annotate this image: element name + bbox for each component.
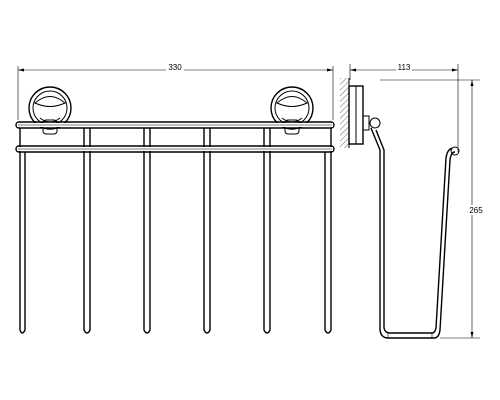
wire-loop-4	[263, 128, 271, 334]
width-dimension: 330	[17, 63, 334, 120]
arrow-left	[18, 68, 24, 72]
wire-left-end	[19, 128, 26, 334]
depth-label-bg	[396, 63, 412, 72]
wire-loop-1	[83, 128, 91, 334]
front-view: 330	[15, 63, 335, 334]
depth-arrow-left	[350, 68, 356, 72]
depth-dimension: 113	[349, 63, 459, 152]
arrow-right	[327, 68, 333, 72]
side-view: 113 265	[340, 63, 486, 339]
height-label: 265	[469, 206, 483, 215]
wire-right-end	[324, 128, 332, 334]
side-mount-plate	[348, 85, 381, 145]
depth-arrow-right	[452, 68, 458, 72]
height-label-bg	[466, 205, 486, 215]
wall-section	[340, 78, 350, 148]
height-arrow-top	[470, 80, 474, 86]
height-arrow-bottom	[470, 332, 474, 338]
height-dimension: 265	[380, 79, 486, 339]
width-label-bg	[166, 63, 184, 72]
depth-label: 113	[398, 63, 411, 72]
second-rail	[15, 145, 335, 153]
basket-wires	[17, 123, 333, 334]
wire-loop-3	[203, 128, 211, 334]
top-rail	[15, 121, 335, 129]
width-label: 330	[168, 63, 182, 72]
wire-loop-2	[143, 128, 151, 334]
side-basket-profile	[370, 127, 460, 339]
